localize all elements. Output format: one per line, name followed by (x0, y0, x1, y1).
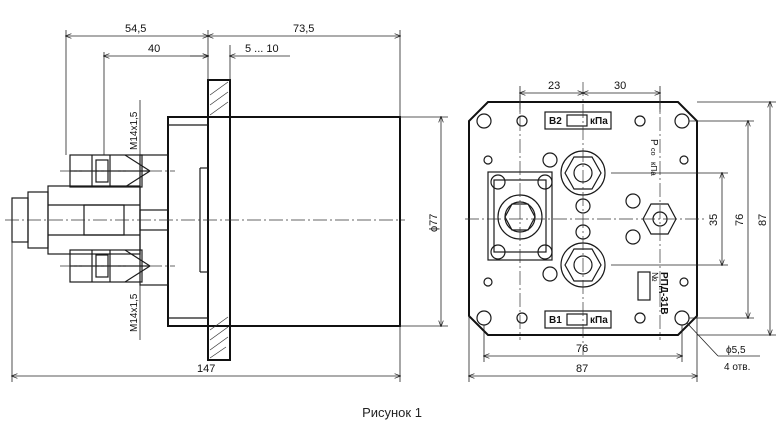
mount-hole-bl (476, 310, 492, 326)
label-b1-box: В1 кПа (544, 310, 612, 329)
mount-hole-tr (674, 113, 690, 129)
unit-kpa-b2: кПа (590, 116, 608, 127)
nameplate (637, 271, 651, 301)
dim-40: 40 (148, 43, 160, 55)
dim-phi77: ϕ77 (428, 214, 440, 232)
kpa-small: кПа (649, 162, 658, 176)
mount-hole-tl (476, 113, 492, 129)
thread-label-top: M14x1,5 (129, 111, 140, 150)
dim-35: 35 (708, 214, 720, 226)
front-view: В2 кПа В1 кПа (465, 80, 776, 382)
dim-87-horizontal: 87 (576, 363, 588, 375)
hole-diameter: ϕ5,5 (726, 345, 746, 356)
dim-5-10: 5 ... 10 (245, 43, 279, 55)
dim-23: 23 (548, 80, 560, 92)
dim-30: 30 (614, 80, 626, 92)
label-b2-box: В2 кПа (544, 111, 612, 130)
p-label: P (648, 139, 659, 146)
number-sign: № (650, 272, 660, 282)
dim-76-vertical: 76 (734, 214, 746, 226)
base-plate (468, 101, 698, 336)
flange-hatching (209, 81, 229, 359)
body-housing (167, 116, 401, 327)
dim-147: 147 (197, 363, 215, 375)
thread-label-bottom: M14x1,5 (129, 293, 140, 332)
dim-87-vertical: 87 (757, 214, 769, 226)
mount-hole-br (674, 310, 690, 326)
model-label: РПД-31В (658, 272, 669, 315)
label-b2: В2 (549, 116, 562, 127)
dim-54-5: 54,5 (125, 23, 146, 35)
dim-73-5: 73,5 (293, 23, 314, 35)
unit-kpa-b1: кПа (590, 315, 608, 326)
figure-caption: Рисунок 1 (362, 405, 422, 420)
dim-76-horizontal: 76 (576, 343, 588, 355)
p-subscript: со (649, 148, 656, 156)
label-b1: В1 (549, 315, 562, 326)
hole-count: 4 отв. (724, 362, 750, 373)
side-view: 54,5 73,5 40 5 ... 10 147 ϕ77 M14x1,5 M1… (5, 23, 448, 382)
